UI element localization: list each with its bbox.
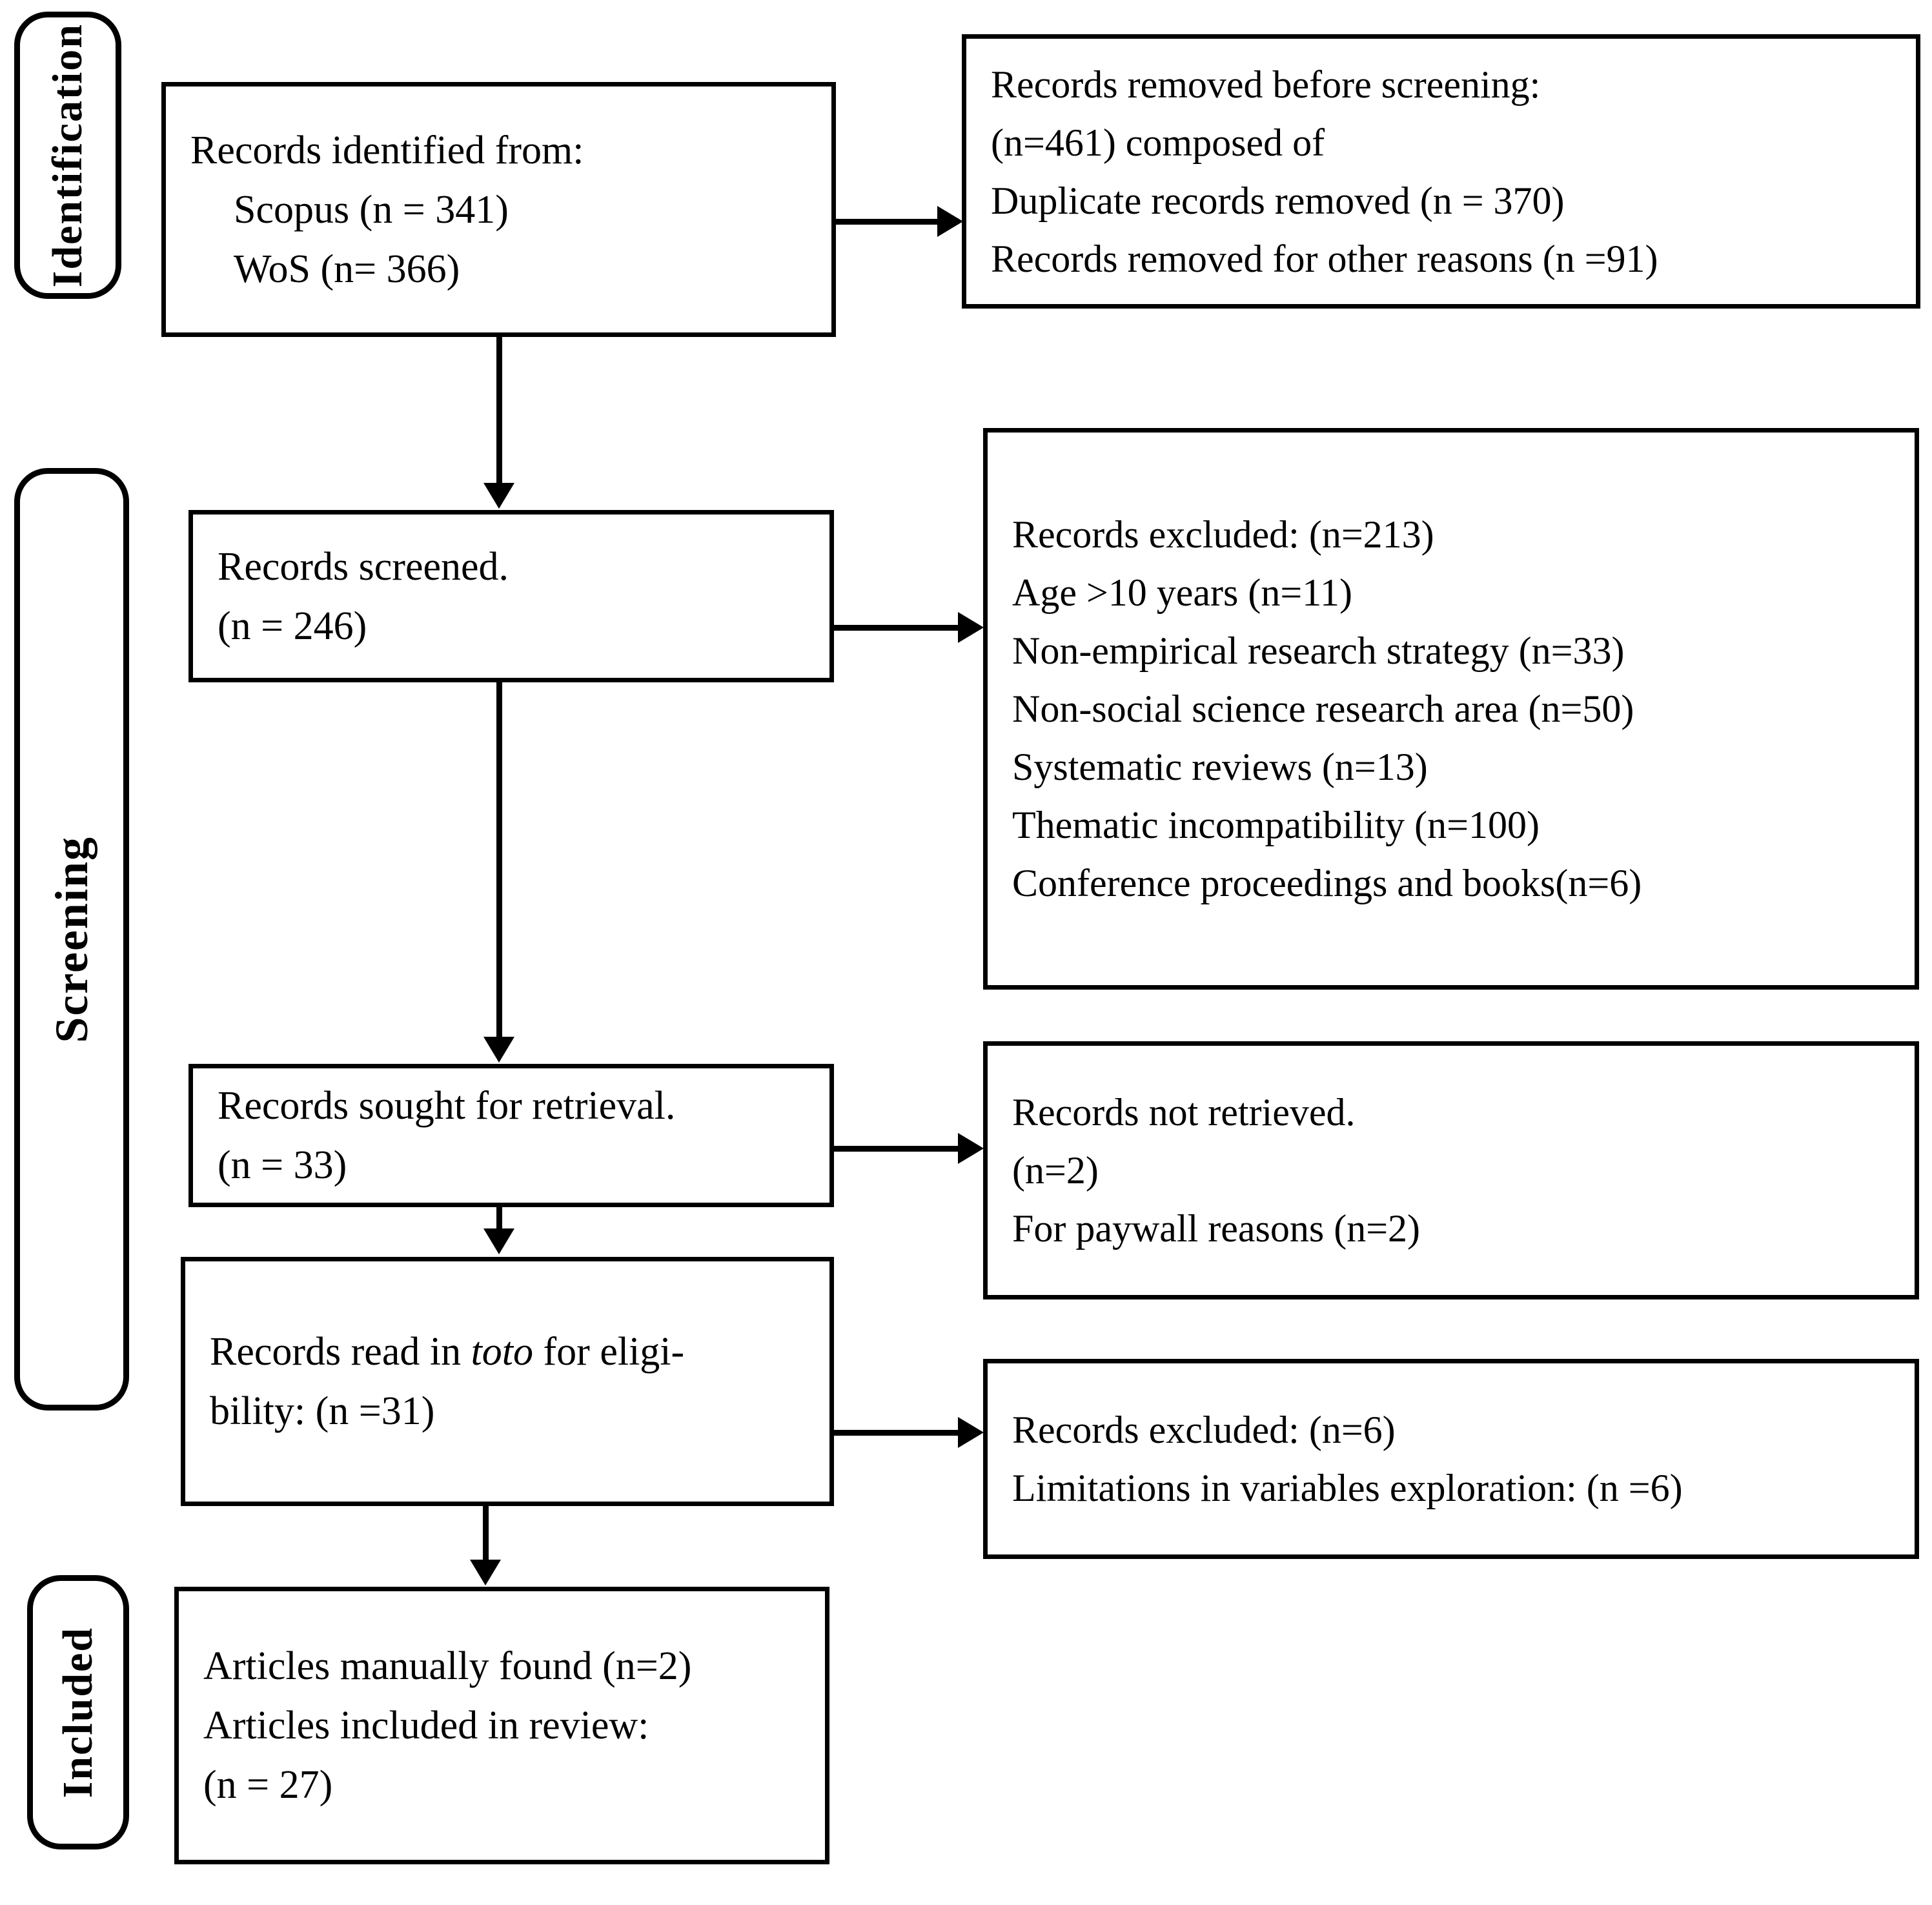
box-records-excluded-screening-line-5: Systematic reviews (n=13) [1012,746,1428,788]
box-records-excluded-screening-line-6: Thematic incompatibility (n=100) [1012,804,1540,846]
box-articles-included-line-1: Articles manually found (n=2) [203,1644,692,1688]
box-records-excluded-screening-line-4: Non-social science research area (n=50) [1012,688,1634,730]
box-records-read-line-1: Records read in toto for eligi- [185,1332,829,1372]
box-records-read-line-1-italic: toto [471,1330,534,1374]
connector-identified-to-screened [496,335,502,487]
box-articles-included: Articles manually found (n=2) Articles i… [174,1587,829,1864]
box-records-excluded-screening-line-2: Age >10 years (n=11) [1012,571,1352,614]
arrowhead-identified-to-removed [937,206,963,237]
box-records-excluded-eligibility: Records excluded: (n=6) Limitations in v… [983,1359,1919,1559]
box-records-identified-line-3: WoS (n= 366) [234,247,460,291]
arrowhead-read-to-excluded-eligibility [958,1417,984,1448]
box-records-not-retrieved-line-1: Records not retrieved. [1012,1091,1356,1134]
box-records-sought-line-1: Records sought for retrieval. [218,1084,676,1128]
stage-label-screening: Screening [14,468,129,1411]
box-records-removed-line-1: Records removed before screening: [991,63,1541,106]
arrowhead-screened-to-excluded [958,612,984,643]
box-records-excluded-screening: Records excluded: (n=213) Age >10 years … [983,428,1919,990]
stage-label-included: Included [27,1575,129,1849]
box-records-not-retrieved-line-2: (n=2) [1012,1149,1099,1192]
box-records-identified: Records identified from: Scopus (n = 341… [161,82,836,337]
box-records-excluded-screening-line-1: Records excluded: (n=213) [1012,513,1434,556]
box-records-excluded-screening-line-7: Conference proceedings and books(n=6) [1012,862,1642,904]
box-articles-included-line-2: Articles included in review: [203,1704,649,1747]
box-articles-included-line-3: (n = 27) [203,1763,333,1807]
box-records-sought-line-2: (n = 33) [218,1143,347,1187]
stage-label-identification: Identification [14,12,121,299]
box-records-excluded-eligibility-line-1: Records excluded: (n=6) [1012,1409,1396,1451]
connector-screened-to-excluded [834,625,961,631]
box-records-excluded-screening-line-3: Non-empirical research strategy (n=33) [1012,629,1625,672]
box-records-removed-line-2: (n=461) composed of [991,121,1325,164]
connector-identified-to-removed [836,219,939,225]
box-records-read-line-1-post: for eligi- [533,1330,685,1374]
arrowhead-sought-to-read-in-toto [483,1228,514,1254]
stage-label-identification-text: Identification [44,23,91,288]
connector-sought-to-read-in-toto [496,1207,502,1233]
box-records-read-in-toto: Records read in toto for eligi- bility: … [181,1257,834,1506]
connector-read-to-excluded-eligibility [834,1430,961,1436]
box-records-removed-line-4: Records removed for other reasons (n =91… [991,237,1658,280]
stage-label-screening-text: Screening [46,835,97,1043]
box-records-removed-line-3: Duplicate records removed (n = 370) [991,179,1565,222]
box-records-not-retrieved-line-3: For paywall reasons (n=2) [1012,1207,1421,1250]
box-records-identified-line-2: Scopus (n = 341) [234,187,509,232]
box-records-screened-line-1: Records screened. [218,544,509,589]
arrowhead-sought-to-not-retrieved [958,1133,984,1164]
box-records-removed-before-screening: Records removed before screening: (n=461… [962,34,1920,309]
box-records-sought-retrieval: Records sought for retrieval. (n = 33) [188,1064,834,1207]
box-records-not-retrieved: Records not retrieved. (n=2) For paywall… [983,1041,1919,1299]
box-records-read-line-1-pre: Records read in [210,1330,471,1374]
box-records-screened-line-2: (n = 246) [218,604,367,648]
box-records-identified-line-1: Records identified from: [190,128,584,172]
box-records-screened: Records screened. (n = 246) [188,510,834,682]
box-records-excluded-eligibility-line-2: Limitations in variables exploration: (n… [1012,1467,1683,1509]
connector-sought-to-not-retrieved [834,1146,961,1152]
box-records-read-line-2: bility: (n =31) [210,1389,435,1433]
arrowhead-read-to-included [470,1560,501,1585]
arrowhead-screened-to-sought [483,1037,514,1063]
stage-label-included-text: Included [54,1626,101,1798]
connector-read-to-included [483,1506,489,1564]
connector-screened-to-sought [496,682,502,1041]
arrowhead-identified-to-screened [483,483,514,509]
